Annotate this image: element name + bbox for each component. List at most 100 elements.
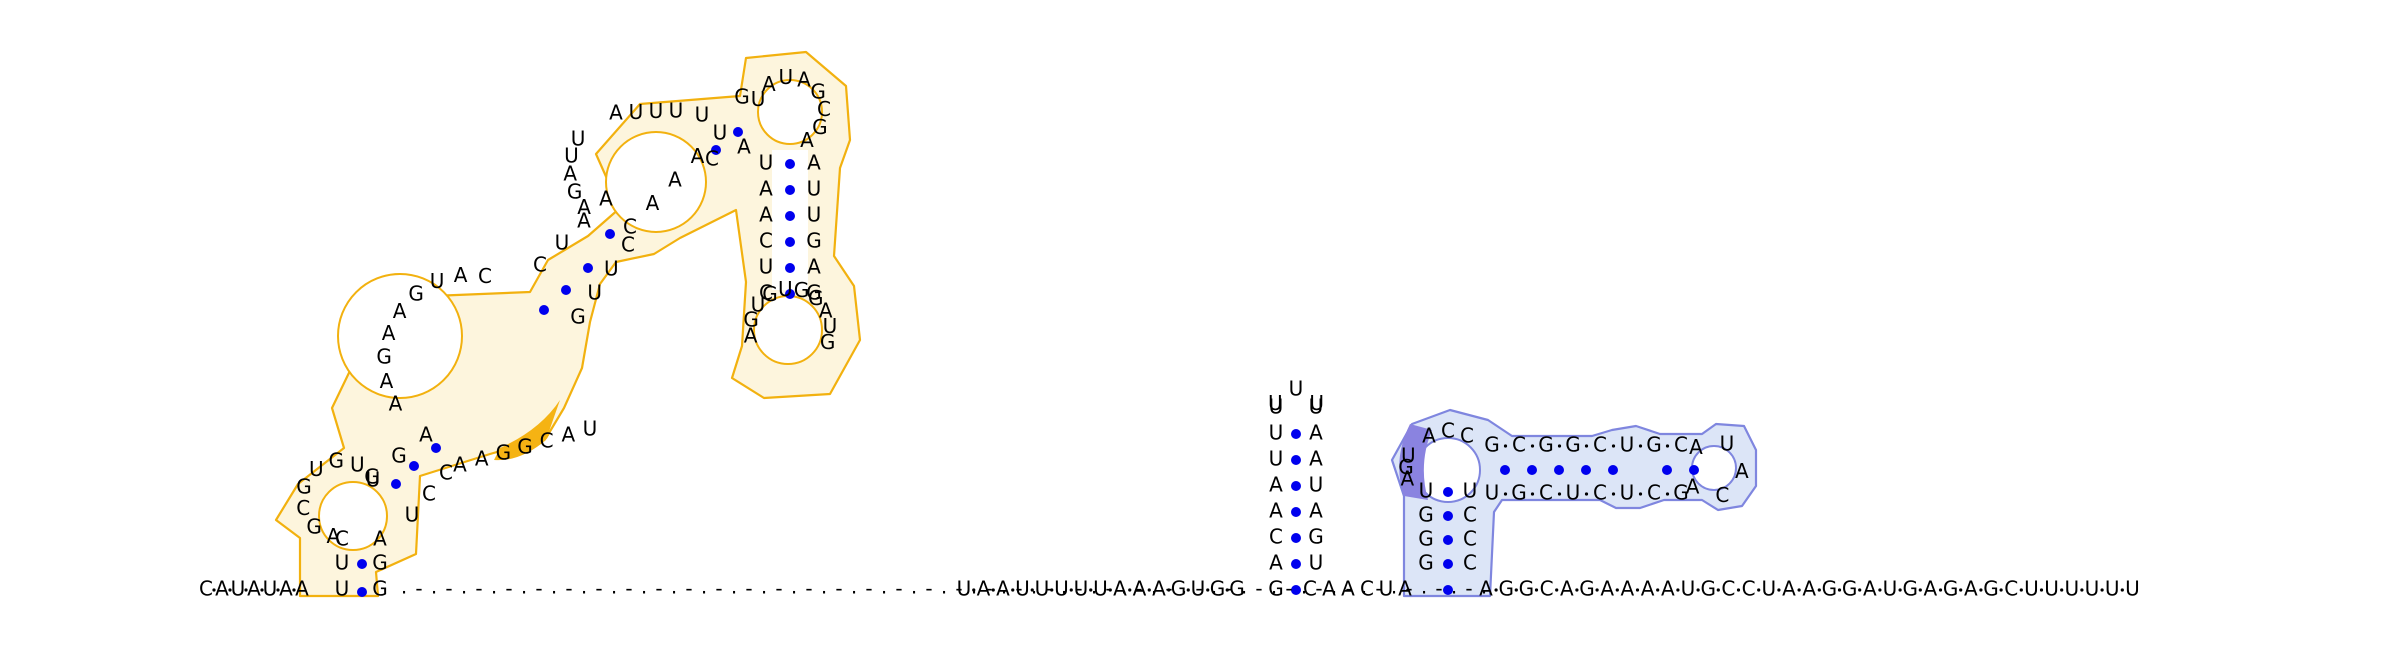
d1-stem5-3p-1: U [807,177,822,201]
hairpin-loop-1: U [1289,377,1304,401]
five-prime-tail-6: A [295,577,309,601]
three-prime-tail-13: C [1742,577,1756,601]
middle-run-12: U [1191,577,1206,601]
three-prime-tail-7: A [1621,577,1635,601]
gap-glyph-30: . [851,575,857,599]
gap-glyph-25: - [775,577,782,601]
middle-run-7: U [1093,577,1108,601]
gap-glyph-41: - [1015,577,1022,601]
gap-glyph-50: . [1151,575,1157,599]
base-pair-dot [1443,511,1453,521]
gap-glyph-39: - [985,577,992,601]
backbone-separator [1089,588,1093,592]
base-pair-dot [785,289,795,299]
gap-glyph-12: . [581,575,587,599]
three-prime-tail-9: A [1661,577,1675,601]
gap-glyph-26: . [791,575,797,599]
gap-glyph-1: - [415,577,422,601]
d1-stem5-5p-5: C [759,281,773,305]
d1-internal-right-6: U [583,417,598,441]
backbone-separator [1817,588,1821,592]
three-prime-tail-28: U [2044,577,2059,601]
d1-stem1-right-0: G [372,551,388,575]
domain-1-closing-left: U [335,577,350,601]
backbone-separator [1584,492,1589,496]
d1-loop2-right-2: A [668,168,682,192]
base-pair-dot [561,285,571,295]
backbone-separator [1777,588,1781,592]
three-prime-tail-27: U [2024,577,2039,601]
gap-glyph-7: - [505,577,512,601]
gap-glyph-27: - [805,577,812,601]
base-pair-dot [409,461,419,471]
d1-stem5-5p-0: U [759,151,774,175]
backbone-separator [1979,588,1983,592]
d1-loop1-1: G [306,514,322,538]
gap-glyph-0: . [401,575,407,599]
gap-glyph-6: . [491,575,497,599]
d2-bulge-1: G [1398,455,1414,479]
middle-run-2: A [996,577,1010,601]
three-prime-tail-0: A [1479,577,1493,601]
d1-internal-left-4: A [393,299,407,323]
d2-loop-top-0: A [1422,424,1436,448]
d2-stem-b-bottom-6: C [1647,481,1661,505]
gap-glyph-64: . [1361,575,1367,599]
highlight-layer [274,50,1758,598]
d2-stem-b-bottom-0: U [1485,481,1500,505]
backbone-separator [1503,492,1508,496]
three-prime-tail-12: C [1721,577,1735,601]
base-pair-dot [1527,465,1537,475]
d1-loop2-right-3: A [691,144,705,168]
hairpin-right-1: G [1308,525,1324,549]
base-pair-dot [785,159,795,169]
d2-stem-b-top-3: G [1565,433,1581,457]
gap-glyph-8: . [521,575,527,599]
gap-glyph-59: - [1285,577,1292,601]
base-pair-dot [1581,465,1591,475]
backbone-separator [1837,588,1842,592]
three-prime-tail-17: G [1822,577,1838,601]
d1-loop2-top-1: U [629,100,644,124]
base-pair-dot [1554,465,1564,475]
base-pair-dot [583,263,593,273]
three-prime-tail-31: U [2105,577,2120,601]
backbone-separator [1595,588,1599,592]
base-pair-dot [785,263,795,273]
backbone-separator [1676,588,1680,592]
base-pair-dot [1291,559,1301,569]
hairpin-loop-0: U [1268,391,1283,415]
backbone-separator [2080,588,2084,592]
gap-glyph-54: . [1211,575,1217,599]
d1-stem2-5p-0: G [364,465,380,489]
d2-stem-a-3p-1: C [1463,527,1477,551]
gap-glyph-5: - [475,577,482,601]
backbone-separator [1225,588,1229,592]
backbone-separator [1575,588,1579,592]
gap-glyph-38: . [971,575,977,599]
gap-glyph-34: . [911,575,917,599]
backbone-separator [1514,588,1518,592]
gap-glyph-55: - [1225,577,1232,601]
gap-glyph-47: - [1105,577,1112,601]
gap-glyph-29: - [835,577,842,601]
gap-glyph-56: . [1241,575,1247,599]
middle-run-4: U [1035,577,1050,601]
d1-internal-left-1: A [380,369,394,393]
backbone-separator [1503,444,1508,448]
backbone-separator [1736,588,1741,592]
d2-stem-b-top-1: C [1512,433,1526,457]
middle-run-3: U [1015,577,1030,601]
d2-loop-top-2: C [1460,424,1474,448]
three-prime-tail-23: G [1943,577,1959,601]
d1-loop2-right-4: U [713,121,728,145]
backbone-separator [1918,588,1922,592]
d2-bulge-0: A [1400,466,1414,490]
hairpin-right-2: A [1309,499,1323,523]
d2-loop-end-4: A [1686,474,1700,498]
gap-glyph-61: - [1315,577,1322,601]
backbone-separator [1638,492,1643,496]
base-pair-dot [1443,559,1453,569]
five-prime-tail-2: U [231,577,246,601]
